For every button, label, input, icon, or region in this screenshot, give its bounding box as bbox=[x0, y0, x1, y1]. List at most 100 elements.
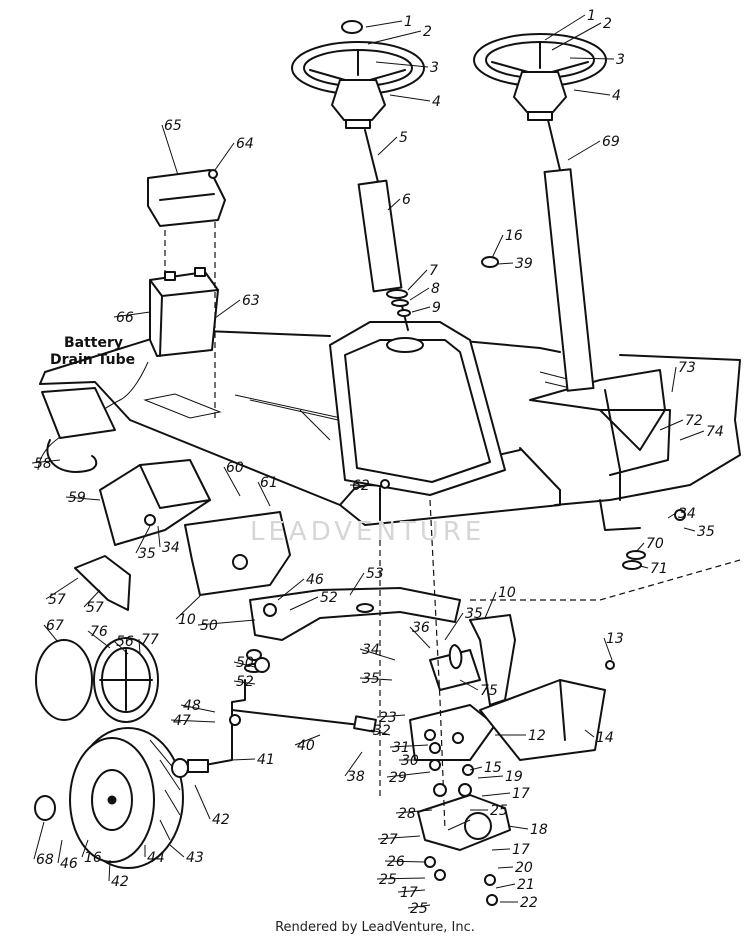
leader-line bbox=[33, 821, 45, 860]
part-number-label: 57 bbox=[86, 600, 104, 616]
footer-credit: Rendered by LeadVenture, Inc. bbox=[275, 920, 475, 935]
part-number-label: 67 bbox=[46, 618, 64, 634]
leader-line bbox=[497, 866, 514, 869]
leader-line bbox=[459, 679, 479, 691]
part-number-label: 52 bbox=[236, 674, 254, 690]
battery-guide-line bbox=[164, 222, 216, 420]
leader-line bbox=[277, 578, 305, 601]
leader-line bbox=[376, 714, 406, 718]
part-number-label: 9 bbox=[432, 300, 441, 316]
part-number-label: 39 bbox=[515, 256, 533, 272]
leader-line bbox=[639, 565, 649, 569]
part-number-label: 52 bbox=[320, 590, 338, 606]
part-number-label: 10 bbox=[178, 612, 196, 628]
part-number-label: 58 bbox=[34, 456, 52, 472]
part-number-label: 64 bbox=[236, 136, 254, 152]
leader-line bbox=[671, 366, 677, 393]
part-number-label: 69 bbox=[602, 134, 620, 150]
part-number-label: 63 bbox=[242, 293, 260, 309]
steering-wheel-right bbox=[473, 33, 607, 121]
steering-console bbox=[329, 321, 506, 521]
part-number-label: 7 bbox=[429, 263, 438, 279]
drain-hose-58 bbox=[46, 439, 98, 473]
battery bbox=[149, 267, 219, 357]
part-number-label: 75 bbox=[480, 683, 498, 699]
leader-line bbox=[397, 889, 426, 893]
battery-label: Battery bbox=[64, 335, 123, 351]
part-number-label: 5 bbox=[399, 130, 408, 146]
leader-line bbox=[635, 542, 645, 553]
part-number-label: 27 bbox=[380, 832, 398, 848]
part-number-label: 34 bbox=[678, 506, 696, 522]
sector-gear-18 bbox=[417, 794, 511, 851]
part-number-label: 25 bbox=[379, 872, 397, 888]
part-number-label: 20 bbox=[515, 860, 533, 876]
leader-line bbox=[367, 30, 422, 45]
leader-line bbox=[377, 136, 398, 156]
part-number-label: 46 bbox=[306, 572, 324, 588]
leader-line bbox=[180, 704, 216, 713]
part-number-label: 35 bbox=[465, 606, 483, 622]
steering-wheel-left bbox=[291, 20, 425, 129]
steering-plate-75 bbox=[429, 644, 481, 691]
drain-tube-label: Drain Tube bbox=[50, 352, 135, 368]
part-number-label: 25 bbox=[410, 901, 428, 917]
leader-line bbox=[194, 784, 211, 820]
part-number-label: 18 bbox=[530, 822, 548, 838]
part-number-label: 34 bbox=[362, 642, 380, 658]
leader-line bbox=[551, 22, 602, 51]
part-number-label: 4 bbox=[432, 94, 441, 110]
part-number-label: 66 bbox=[116, 310, 134, 326]
leader-line bbox=[57, 839, 63, 864]
part-number-label: 26 bbox=[387, 854, 405, 870]
leader-line bbox=[584, 729, 595, 738]
part-number-label: 25 bbox=[490, 803, 508, 819]
leader-line bbox=[289, 596, 319, 611]
leader-line bbox=[389, 94, 431, 102]
leader-line bbox=[679, 430, 705, 441]
part-number-label: 74 bbox=[706, 424, 724, 440]
leader-line bbox=[375, 61, 429, 68]
part-number-label: 76 bbox=[90, 624, 108, 640]
part-number-label: 16 bbox=[505, 228, 523, 244]
part-number-label: 3 bbox=[616, 52, 625, 68]
battery-hold-down bbox=[147, 169, 226, 227]
part-number-label: 31 bbox=[392, 740, 410, 756]
leader-line bbox=[544, 14, 586, 41]
tie-rod-40 bbox=[231, 709, 377, 733]
leader-line bbox=[214, 142, 235, 171]
leader-line bbox=[376, 877, 426, 880]
leader-line bbox=[83, 589, 101, 608]
leader-line bbox=[231, 758, 256, 761]
leader-line bbox=[257, 481, 271, 507]
part-number-label: 50 bbox=[236, 655, 254, 671]
leader-line bbox=[108, 859, 111, 882]
guide-lines-center bbox=[379, 499, 741, 831]
leader-line bbox=[407, 269, 428, 291]
leader-line bbox=[169, 844, 185, 858]
leader-line bbox=[45, 577, 79, 600]
part-number-label: 56 bbox=[116, 634, 134, 650]
leader-line bbox=[603, 637, 613, 661]
part-number-label: 13 bbox=[606, 631, 624, 647]
part-number-label: 42 bbox=[111, 874, 129, 890]
part-number-label: 72 bbox=[685, 413, 703, 429]
leader-line bbox=[507, 825, 529, 830]
part-number-label: 6 bbox=[402, 192, 411, 208]
leader-line bbox=[81, 839, 89, 858]
front-axle-53 bbox=[249, 587, 461, 641]
bracket-57 bbox=[74, 555, 131, 611]
part-number-label: 38 bbox=[347, 769, 365, 785]
hubcap-67 bbox=[35, 639, 93, 721]
leader-line bbox=[113, 311, 151, 318]
part-number-label: 14 bbox=[596, 730, 614, 746]
leader-line bbox=[569, 57, 615, 60]
part-number-label: 23 bbox=[379, 710, 397, 726]
leader-line bbox=[469, 766, 483, 771]
part-number-label: 77 bbox=[141, 632, 159, 648]
leader-line bbox=[138, 638, 141, 655]
part-number-label: 21 bbox=[517, 877, 535, 893]
leader-line bbox=[197, 619, 256, 626]
part-number-label: 62 bbox=[352, 478, 370, 494]
part-number-label: 4 bbox=[612, 88, 621, 104]
